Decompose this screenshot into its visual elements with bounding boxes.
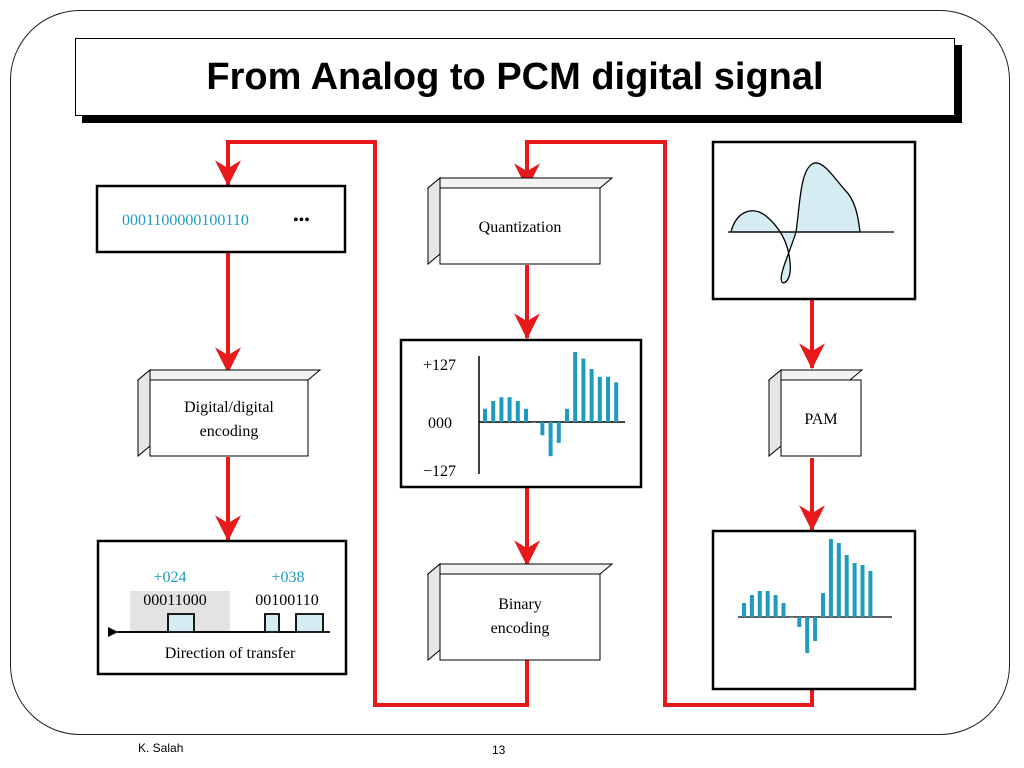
pam-sample-bar [789, 617, 794, 618]
quantized-sample-bar [540, 422, 545, 436]
quantized-sample-bar [614, 382, 619, 422]
binary-encoding-block: Binary encoding [426, 562, 614, 662]
quantized-sample-bar [581, 358, 586, 422]
quantized-sample-bar [606, 376, 610, 422]
pam-sample-bar [852, 563, 857, 617]
pam-sample-bar [797, 617, 802, 627]
quantization-label: Quantization [479, 219, 562, 236]
pam-sample-bar [781, 603, 786, 617]
quantized-sample-bar [565, 408, 569, 422]
pam-sample-bar [749, 595, 754, 617]
flow-connectors [215, 140, 825, 707]
connector-binary-to-bitstream [215, 140, 529, 707]
transfer-box: +024 +038 00011000 00100110 Direction of… [96, 539, 348, 676]
analog-signal-box [711, 140, 917, 301]
quantized-sample-bar [532, 422, 537, 423]
quantized-sample-bar [515, 401, 520, 422]
pam-sample-bar [813, 617, 818, 641]
digital-encoding-block: Digital/digital encoding [136, 368, 322, 458]
page-number: 13 [492, 743, 506, 757]
slide-title: From Analog to PCM digital signal [206, 55, 824, 98]
pam-label: PAM [804, 411, 837, 428]
bitstream-box: 0001100000100110 ••• [95, 184, 347, 254]
graph-min-label: −127 [423, 463, 456, 480]
pam-sample-bar [836, 543, 841, 617]
transfer-waveform [118, 613, 324, 633]
quantization-block: Quantization [426, 176, 614, 266]
quantized-sample-bar [589, 369, 594, 422]
quantized-sample-bar [573, 352, 578, 422]
binary-encoding-line2: encoding [491, 620, 550, 637]
quantized-sample-bar [491, 401, 496, 422]
pam-sample-bar [765, 591, 770, 617]
pam-sample-bar [868, 571, 873, 617]
pam-sample-bar [757, 591, 762, 617]
pam-sample-bar [860, 565, 865, 617]
transfer-value1: +024 [153, 569, 186, 586]
connector-pam-to-quantization [514, 140, 814, 707]
quantized-sample-bar [499, 397, 504, 422]
pam-sample-bar [821, 593, 825, 617]
bitstream-bits: 0001100000100110 [122, 212, 249, 229]
pam-sample-bars [742, 539, 873, 653]
graph-zero-label: 000 [428, 415, 452, 432]
pam-sample-bar [844, 555, 849, 617]
quantized-sample-bar [556, 422, 561, 443]
pam-graph-box [711, 529, 917, 691]
pam-block: PAM [767, 368, 864, 458]
digital-encoding-line1: Digital/digital [184, 399, 274, 416]
quantized-graph-box: +127 000 −127 [399, 338, 643, 489]
transfer-value2: +038 [271, 569, 304, 586]
quantized-sample-bar [507, 397, 512, 422]
quantized-sample-bars [483, 352, 619, 457]
quantized-sample-bar [524, 408, 528, 422]
quantized-sample-bar [597, 376, 602, 422]
pam-sample-bar [805, 617, 810, 653]
slide-frame [10, 10, 1010, 735]
footer-author: K. Salah [138, 741, 184, 755]
pam-sample-bar [828, 539, 833, 617]
pam-sample-bar [773, 595, 778, 617]
graph-max-label: +127 [423, 357, 456, 374]
bitstream-ellipsis: ••• [293, 212, 310, 229]
binary-encoding-line1: Binary [498, 596, 542, 613]
digital-encoding-line2: encoding [200, 423, 259, 440]
transfer-code1: 00011000 [143, 592, 206, 609]
quantized-sample-bar [548, 422, 553, 457]
pam-sample-bar [742, 603, 746, 617]
quantized-sample-bar [483, 408, 487, 422]
analog-wave-fill [730, 162, 861, 284]
transfer-code2: 00100110 [255, 592, 318, 609]
title-box: From Analog to PCM digital signal [75, 38, 955, 116]
direction-label: Direction of transfer [165, 645, 296, 662]
